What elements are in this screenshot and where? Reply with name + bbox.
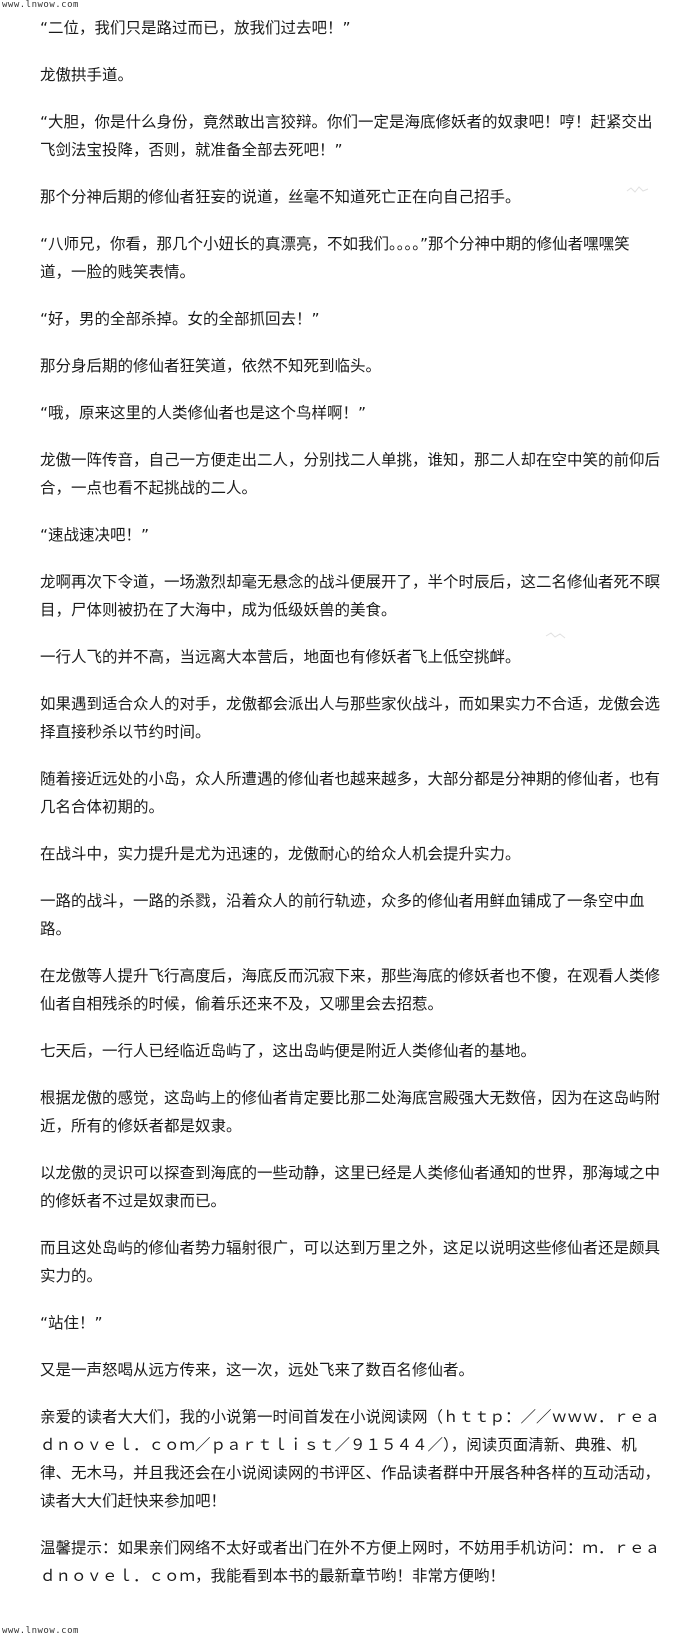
paragraph: 七天后，一行人已经临近岛屿了，这出岛屿便是附近人类修仙者的基地。: [40, 1042, 537, 1060]
paragraph: 龙啊再次下令道，一场激烈却毫无悬念的战斗便展开了，半个时辰后，这二名修仙者死不瞑…: [40, 573, 661, 619]
paragraph: 龙傲拱手道。: [40, 66, 134, 84]
paragraph: “哦，原来这里的人类修仙者也是这个鸟样啊！”: [40, 404, 367, 422]
chapter-body: “二位，我们只是路过而已，放我们过去吧！” 龙傲拱手道。 “大胆，你是什么身份，…: [0, 14, 680, 1590]
paragraph: 如果遇到适合众人的对手，龙傲都会派出人与那些家伙战斗，而如果实力不合适，龙傲会选…: [40, 695, 661, 741]
paragraph: 一行人飞的并不高，当远离大本营后，地面也有修妖者飞上低空挑衅。: [40, 648, 521, 666]
paragraph: 龙傲一阵传音，自己一方便走出二人，分别找二人单挑，谁知，那二人却在空中笑的前仰后…: [40, 451, 661, 497]
paragraph: “站住！”: [40, 1314, 103, 1332]
paragraph: “大胆，你是什么身份，竟然敢出言狡辩。你们一定是海底修妖者的奴隶吧！哼！赶紧交出…: [40, 113, 653, 159]
paragraph: 那个分神后期的修仙者狂妄的说道，丝毫不知道死亡正在向自己招手。: [40, 188, 521, 206]
watermark-top: www.lnwow.com: [2, 0, 79, 10]
paragraph: 在龙傲等人提升飞行高度后，海底反而沉寂下来，那些海底的修妖者也不傻，在观看人类修…: [40, 967, 661, 1013]
watermark-bottom: www.lnwow.com: [2, 1626, 79, 1636]
paragraph: “好，男的全部杀掉。女的全部抓回去！”: [40, 310, 320, 328]
scan-smudge-decoration: [545, 632, 566, 639]
paragraph: 又是一声怒喝从远方传来，这一次，远处飞来了数百名修仙者。: [40, 1361, 475, 1379]
paragraph: 以龙傲的灵识可以探查到海底的一些动静，这里已经是人类修仙者通知的世界，那海域之中…: [40, 1164, 661, 1210]
paragraph: 一路的战斗，一路的杀戮，沿着众人的前行轨迹，众多的修仙者用鲜血铺成了一条空中血路…: [40, 892, 645, 938]
paragraph: 温馨提示：如果亲们网络不太好或者出门在外不方便上网时，不妨用手机访问：ｍ．ｒｅａ…: [40, 1539, 661, 1585]
paragraph: 在战斗中，实力提升是尤为迅速的，龙傲耐心的给众人机会提升实力。: [40, 845, 521, 863]
paragraph: 而且这处岛屿的修仙者势力辐射很广，可以达到万里之外，这足以说明这些修仙者还是颇具…: [40, 1239, 661, 1285]
scan-smudge-decoration: [626, 186, 649, 193]
paragraph: 随着接近远处的小岛，众人所遭遇的修仙者也越来越多，大部分都是分神期的修仙者，也有…: [40, 770, 661, 816]
paragraph: “二位，我们只是路过而已，放我们过去吧！”: [40, 19, 351, 37]
paragraph: 亲爱的读者大大们，我的小说第一时间首发在小说阅读网（ｈｔｔｐ：／／ｗｗｗ．ｒｅａ…: [40, 1408, 661, 1510]
paragraph: 根据龙傲的感觉，这岛屿上的修仙者肯定要比那二处海底宫殿强大无数倍，因为在这岛屿附…: [40, 1089, 661, 1135]
paragraph: 那分身后期的修仙者狂笑道，依然不知死到临头。: [40, 357, 382, 375]
paragraph: “速战速决吧！”: [40, 526, 150, 544]
paragraph: “八师兄，你看，那几个小妞长的真漂亮，不如我们。。。。”那个分神中期的修仙者嘿嘿…: [40, 235, 630, 281]
